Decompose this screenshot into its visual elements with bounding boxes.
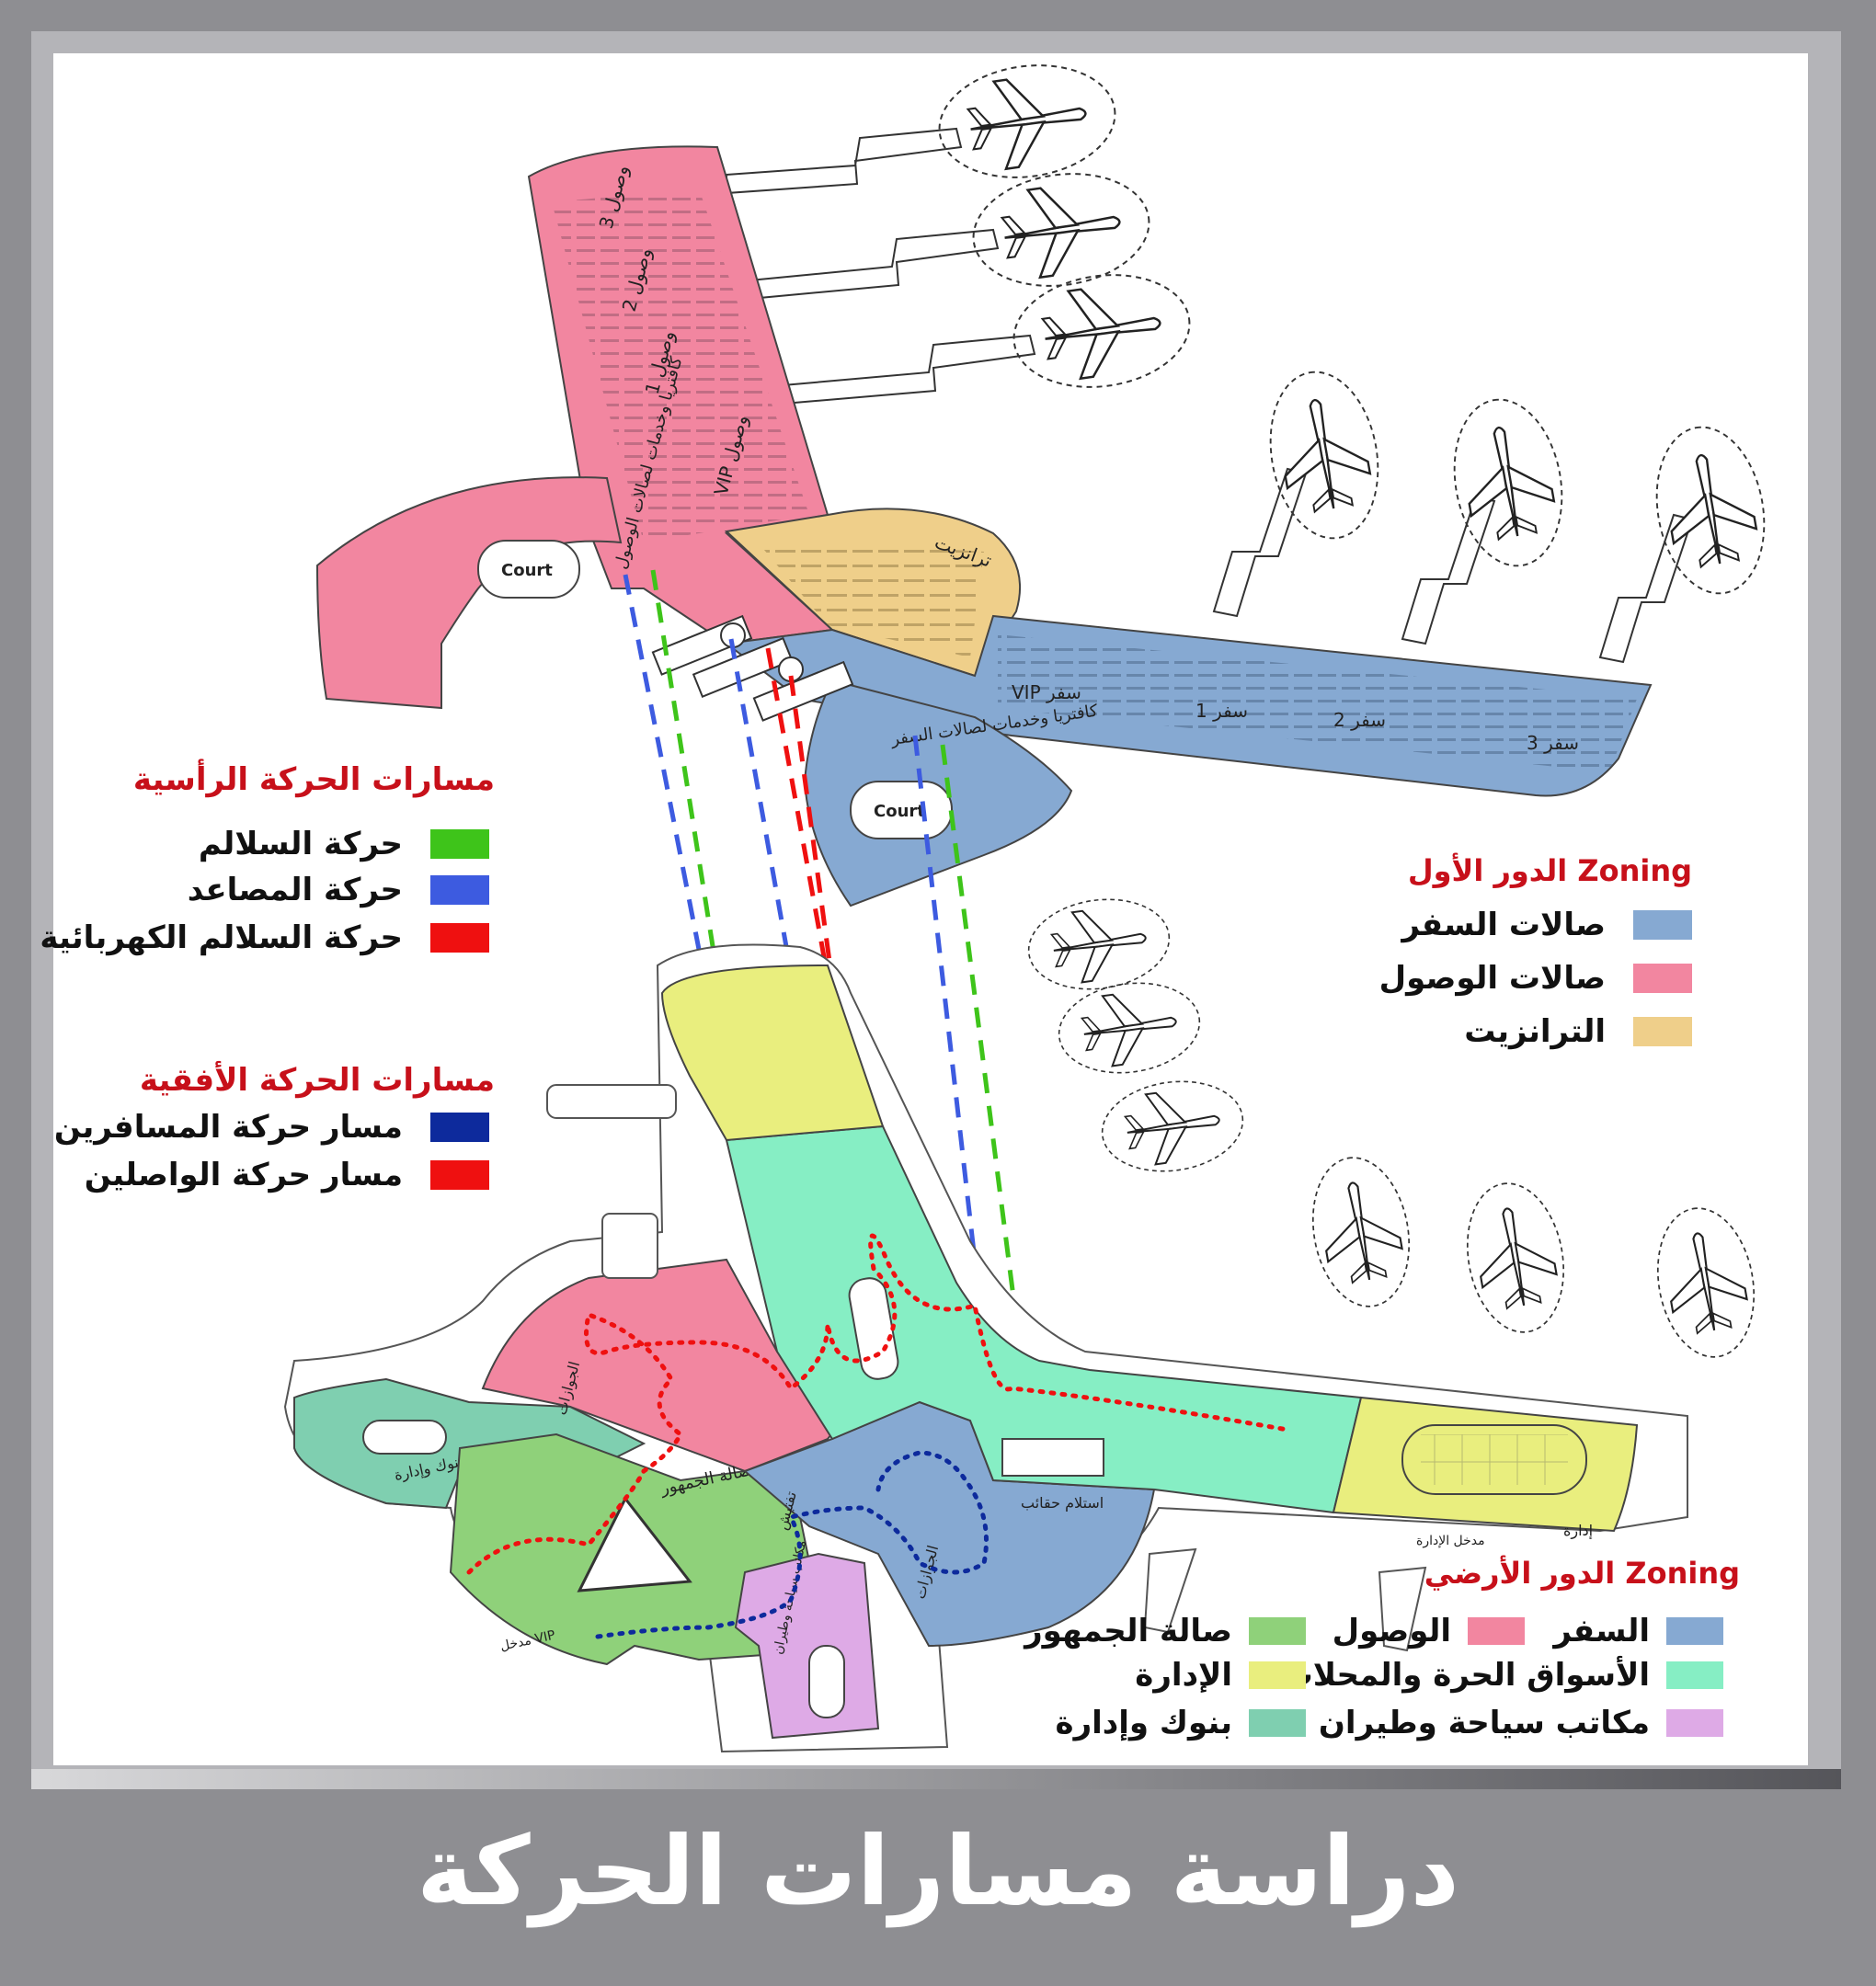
ground-arrivals-swatch	[1468, 1617, 1525, 1645]
baggage-claim-label: استلام حقائب	[1021, 1494, 1104, 1512]
passengers-path-swatch	[430, 1113, 489, 1142]
parked-aircraft-upper	[931, 52, 1779, 603]
ground-floor-legend-title: Zoning الدور الأرضي	[1424, 1556, 1740, 1591]
first-floor-departures: صالات السفر	[1401, 905, 1692, 945]
admin-label: الإدارة	[1135, 1657, 1232, 1694]
horizontal-legend-arrivals: مسار حركة الواصلين	[85, 1155, 489, 1195]
duty-free-label: الأسواق الحرة والمحلات	[1281, 1657, 1650, 1694]
public-hall-swatch	[1249, 1617, 1306, 1645]
ground-arrivals-label: الوصول	[1332, 1613, 1451, 1649]
first-floor-plan: Court وصول 1 وصول 2 وصول 3 VIP وصول كافت…	[315, 52, 1779, 907]
ground-public-hall: صالة الجمهور	[1024, 1611, 1306, 1651]
public-hall-label: صالة الجمهور	[1024, 1613, 1232, 1649]
first-floor-transit: الترانزيت	[1464, 1011, 1692, 1052]
arrivals-path-label: مسار حركة الواصلين	[84, 1157, 403, 1193]
departure-gate-vip-label: VIP سفر	[1012, 681, 1081, 703]
ground-departures-swatch	[1666, 1617, 1723, 1645]
admin-zone-upper	[660, 964, 885, 1142]
first-departures-swatch	[1633, 910, 1692, 940]
stairs-swatch	[430, 829, 489, 859]
passengers-path-label: مسار حركة المسافرين	[53, 1109, 403, 1146]
bottom-strip	[31, 1769, 1841, 1789]
banks-swatch	[1249, 1709, 1306, 1737]
arrivals-path-swatch	[430, 1160, 489, 1190]
departure-gate-3-label: سفر 3	[1527, 732, 1579, 754]
duty-free-zone	[725, 1124, 1363, 1514]
vertical-legend-stairs: حركة السلالم	[199, 824, 489, 864]
first-arrivals-swatch	[1633, 964, 1692, 993]
admin-entrance-label: مدخل الإدارة	[1416, 1534, 1485, 1548]
first-departures-label: صالات السفر	[1401, 907, 1606, 943]
arrivals-court-label: Court	[501, 561, 553, 580]
admin-plan-label: إدارة	[1563, 1522, 1593, 1540]
ground-duty-free: الأسواق الحرة والمحلات	[1282, 1655, 1723, 1695]
first-transit-swatch	[1633, 1017, 1692, 1046]
vertical-legend-elevators: حركة المصاعد	[188, 870, 489, 910]
ground-departures-label: السفر	[1553, 1613, 1650, 1649]
departures-court-label: Court	[874, 802, 925, 821]
vertical-legend-title: مسارات الحركة الرأسية	[132, 761, 495, 798]
ground-arrivals: الوصول	[1333, 1611, 1525, 1651]
vertical-legend-escalators: حركة السلالم الكهربائية	[40, 918, 489, 958]
ground-apron	[546, 1084, 1427, 1652]
arrivals-halls-zone: Court وصول 1 وصول 2 وصول 3 VIP وصول كافت…	[315, 145, 835, 710]
escalators-label: حركة السلالم الكهربائية	[40, 919, 403, 956]
banks-label: بنوك وإدارة	[1055, 1705, 1233, 1741]
ground-banks: بنوك وإدارة	[1055, 1703, 1306, 1743]
departure-gate-2-label: سفر 2	[1333, 709, 1386, 731]
transit-zone: ترانزيت	[724, 508, 1022, 678]
elevators-swatch	[430, 875, 489, 905]
ground-tourism: مكاتب سياحة وطيران	[1319, 1703, 1723, 1743]
admin-swatch	[1249, 1661, 1306, 1689]
tourism-swatch	[1666, 1709, 1723, 1737]
ground-floor-plan: بنوك وإدارة صالة الجمهور مدخل VIP مكاتب …	[283, 889, 1767, 1753]
elevators-label: حركة المصاعد	[187, 872, 403, 908]
duty-free-swatch	[1666, 1661, 1723, 1689]
page-title: دراسة مسارات الحركة	[417, 1815, 1459, 1927]
stairs-label: حركة السلالم	[198, 826, 403, 862]
first-floor-legend-title: Zoning الدور الأول	[1407, 853, 1692, 888]
ground-departures-zone	[743, 1400, 1156, 1648]
departure-gate-1-label: سفر 1	[1195, 700, 1248, 722]
horizontal-legend-passengers: مسار حركة المسافرين	[54, 1107, 489, 1147]
ground-admin: الإدارة	[1135, 1655, 1306, 1695]
departure-halls-zone: Court VIP سفر سفر 1 سفر 2 سفر 3 كافتريا …	[724, 614, 1653, 907]
first-floor-arrivals: صالات الوصول	[1379, 958, 1692, 999]
ground-departures: السفر	[1553, 1611, 1723, 1651]
departures-horizontal-path	[595, 1450, 989, 1639]
horizontal-legend-title: مسارات الحركة الأفقية	[139, 1062, 495, 1099]
vertical-circulation-core	[651, 614, 854, 722]
escalators-swatch	[430, 923, 489, 953]
first-transit-label: الترانزيت	[1464, 1013, 1606, 1050]
tourism-label: مكاتب سياحة وطيران	[1318, 1705, 1650, 1741]
first-arrivals-label: صالات الوصول	[1378, 960, 1606, 997]
